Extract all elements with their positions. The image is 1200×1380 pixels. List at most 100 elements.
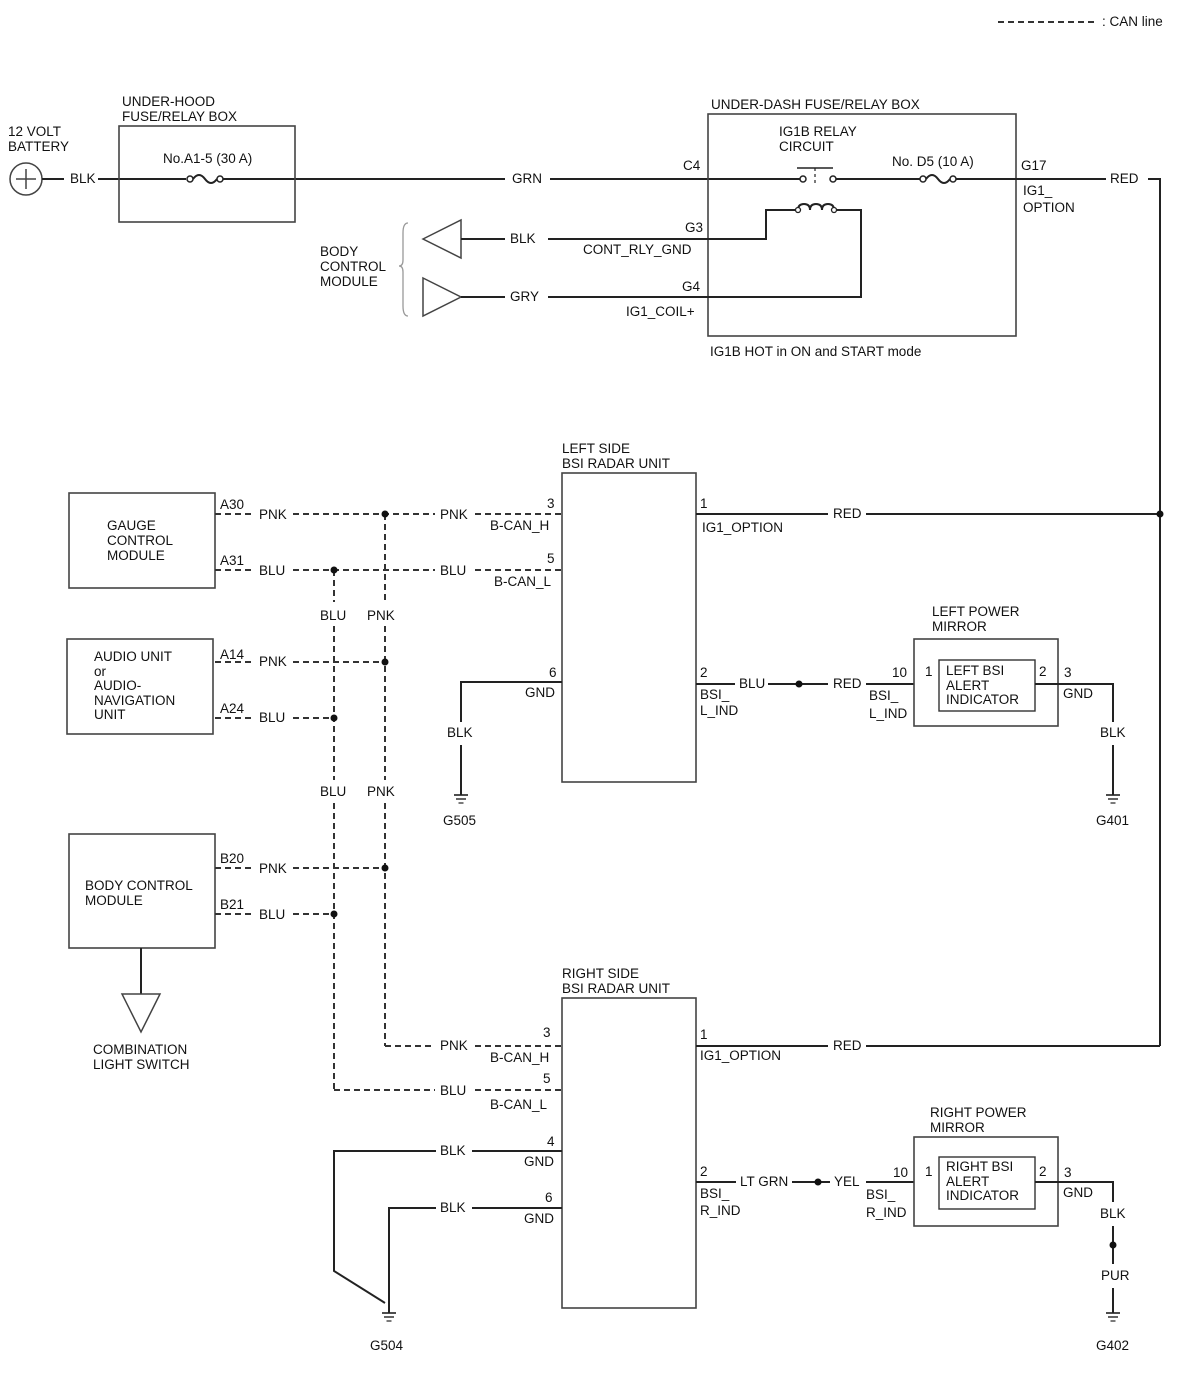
pin-label: 3 <box>1064 1165 1072 1180</box>
can-bus: PNK PNK BLU BLU BLU PNK PNK BLU BLU PNK … <box>215 507 562 1098</box>
pin-label: 2 <box>1039 664 1047 679</box>
pin-function: IG1_COIL+ <box>626 304 695 319</box>
pin-function: BSI_ <box>700 1186 730 1201</box>
module-label: LEFT POWER <box>932 604 1020 619</box>
wire-color-label: BLU <box>259 563 285 578</box>
pin-function: BSI_ <box>866 1187 896 1202</box>
wire-color-label: PNK <box>440 507 468 522</box>
left-bsi-radar-unit: LEFT SIDE BSI RADAR UNIT 3 B-CAN_H 5 B-C… <box>443 441 1164 828</box>
ground-icon <box>453 784 469 804</box>
ground-label: G401 <box>1096 813 1129 828</box>
ground-label: G504 <box>370 1338 404 1353</box>
underhood-label: UNDER-HOOD <box>122 94 215 109</box>
ground-label: G402 <box>1096 1338 1129 1353</box>
wire-color-label: YEL <box>834 1174 860 1189</box>
module-label: or <box>94 664 107 679</box>
triangle-input-icon <box>120 993 162 1034</box>
wire-color-label: PNK <box>259 861 287 876</box>
indicator-label: INDICATOR <box>946 1188 1019 1203</box>
pin-label: 1 <box>700 496 708 511</box>
module-label: RIGHT SIDE <box>562 966 639 981</box>
module-label: LEFT SIDE <box>562 441 630 456</box>
pin-label: G3 <box>685 220 703 235</box>
switch-label: COMBINATION <box>93 1042 187 1057</box>
wire-color-label: RED <box>833 1038 862 1053</box>
wire-color-label: PNK <box>367 608 395 623</box>
right-bsi-radar-unit: RIGHT SIDE BSI RADAR UNIT 3 B-CAN_H 5 B-… <box>333 966 1160 1353</box>
pin-label: 3 <box>1064 665 1072 680</box>
pin-label: 1 <box>700 1027 708 1042</box>
indicator-label: RIGHT BSI <box>946 1159 1013 1174</box>
pin-label: A14 <box>220 647 245 662</box>
module-label: RIGHT POWER <box>930 1105 1027 1120</box>
wire-color-label: RED <box>1110 171 1139 186</box>
pin-label: A24 <box>220 701 245 716</box>
underhood-label: FUSE/RELAY BOX <box>122 109 237 124</box>
pin-function: B-CAN_L <box>494 574 552 589</box>
wire-color-label: BLK <box>447 725 473 740</box>
triangle-input-icon <box>422 276 463 318</box>
pin-label: 4 <box>547 1134 555 1149</box>
pin-function: L_IND <box>869 706 908 721</box>
wire-color-label: PUR <box>1101 1268 1130 1283</box>
ground-icon <box>381 1302 397 1322</box>
module-label: MIRROR <box>932 619 987 634</box>
wire-color-label: BLU <box>440 563 466 578</box>
indicator-label: INDICATOR <box>946 692 1019 707</box>
pin-label: G4 <box>682 279 701 294</box>
pin-function: L_IND <box>700 703 739 718</box>
wire-color-label: PNK <box>440 1038 468 1053</box>
wire-color-label: BLU <box>259 907 285 922</box>
bcm-label: BODY <box>320 244 358 259</box>
ground-label: G505 <box>443 813 476 828</box>
wire-color-label: BLK <box>440 1143 466 1158</box>
battery-label: BATTERY <box>8 139 69 154</box>
hot-note: IG1B HOT in ON and START mode <box>710 344 921 359</box>
triangle-output-icon <box>421 218 462 260</box>
module-label: UNIT <box>94 707 126 722</box>
module-label: BSI RADAR UNIT <box>562 981 670 996</box>
indicator-label: ALERT <box>946 678 989 693</box>
module-label: AUDIO- <box>94 678 141 693</box>
wire-color-label: BLU <box>320 608 346 623</box>
wire-color-label: BLU <box>739 676 765 691</box>
wire-color-label: RED <box>833 676 862 691</box>
pin-label: 1 <box>925 664 933 679</box>
pin-label: C4 <box>683 158 701 173</box>
pin-function: GND <box>524 1211 554 1226</box>
left-power-mirror: LEFT POWER MIRROR LEFT BSI ALERT INDICAT… <box>869 604 1129 828</box>
wire-color-label: BLU <box>259 710 285 725</box>
pin-function: B-CAN_H <box>490 518 549 533</box>
wire-color-label: BLU <box>440 1083 466 1098</box>
bcm-label: CONTROL <box>320 259 386 274</box>
indicator-label: LEFT BSI <box>946 663 1004 678</box>
wire-color-label: BLK <box>510 231 536 246</box>
wire-color-label: PNK <box>259 654 287 669</box>
pin-label: 2 <box>700 1164 708 1179</box>
battery-label: 12 VOLT <box>8 124 61 139</box>
wire-color-label: LT GRN <box>740 1174 788 1189</box>
wire-color-label: GRN <box>512 171 542 186</box>
module-label: MODULE <box>107 548 165 563</box>
pin-function: IG1_ <box>1023 183 1053 198</box>
module-label: CONTROL <box>107 533 173 548</box>
audio-unit: AUDIO UNIT or AUDIO- NAVIGATION UNIT A14… <box>66 638 245 735</box>
pin-function: R_IND <box>866 1205 907 1220</box>
module-label: BSI RADAR UNIT <box>562 456 670 471</box>
pin-label: 5 <box>547 551 555 566</box>
pin-function: IG1_OPTION <box>700 1048 781 1063</box>
ground-icon <box>1105 784 1121 804</box>
relay-label: IG1B RELAY <box>779 124 857 139</box>
switch-label: LIGHT SWITCH <box>93 1057 190 1072</box>
module-label: AUDIO UNIT <box>94 649 172 664</box>
module-label: GAUGE <box>107 518 156 533</box>
wire-color-label: GRY <box>510 289 539 304</box>
pin-label: 10 <box>893 1165 908 1180</box>
fuse-icon <box>186 175 194 183</box>
pin-function: BSI_ <box>869 688 899 703</box>
module-label: MIRROR <box>930 1120 985 1135</box>
pin-label: 3 <box>543 1025 551 1040</box>
pin-function: GND <box>1063 1185 1093 1200</box>
pin-label: 2 <box>1039 1164 1047 1179</box>
